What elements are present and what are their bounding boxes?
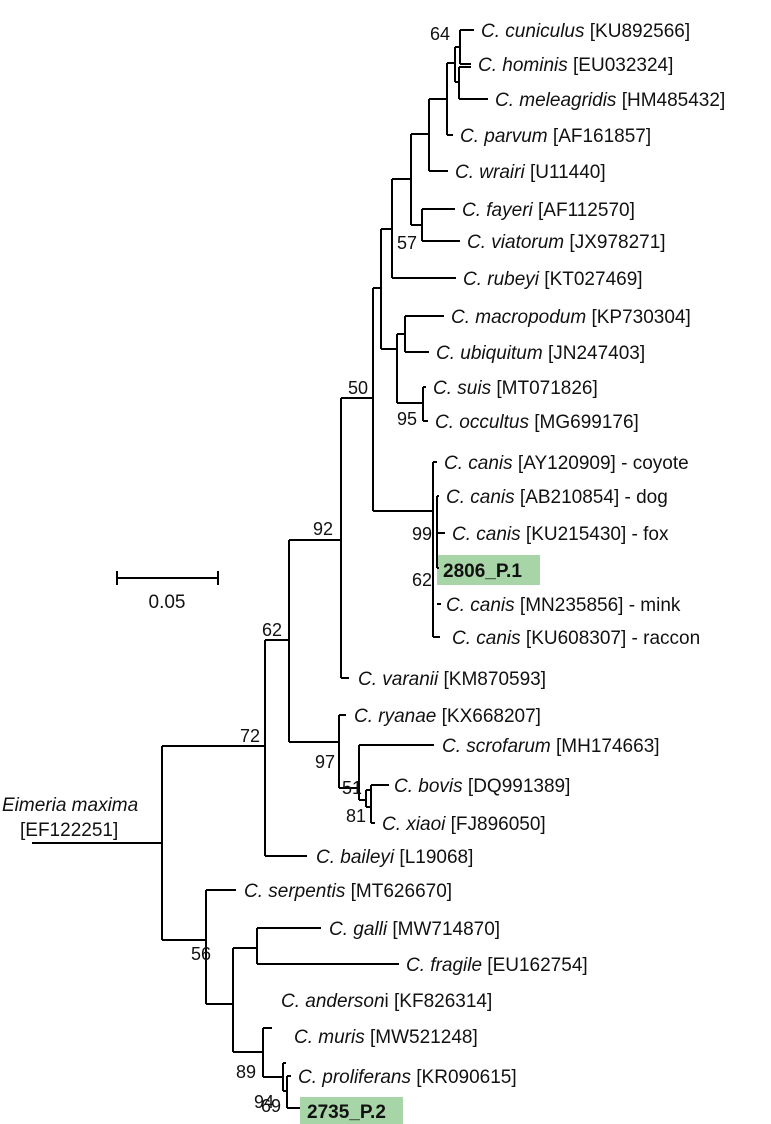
bootstrap-value: 64 (430, 24, 450, 44)
isolate-label-2735: 2735_P.2 (307, 1102, 386, 1123)
taxon-label: C. canis [AB210854] - dog (446, 487, 668, 508)
taxon-label: C. scrofarum [MH174663] (442, 736, 660, 757)
taxon-label: C. canis [KU215430] - fox (452, 524, 669, 545)
bootstrap-value: 72 (240, 726, 260, 746)
bootstrap-value: 94 (254, 1092, 274, 1112)
taxon-label: C. varanii [KM870593] (358, 669, 546, 690)
taxon-label: C. suis [MT071826] (433, 378, 598, 399)
taxon-label: C. ubiquitum [JN247403] (436, 343, 645, 364)
taxon-label: C. bovis [DQ991389] (394, 776, 570, 797)
bootstrap-value: 89 (236, 1062, 256, 1082)
taxon-label: C. hominis [EU032324] (478, 55, 673, 76)
taxon-label: C. ryanae [KX668207] (354, 706, 541, 727)
bootstrap-value: 50 (348, 378, 368, 398)
highlight-2735 (300, 1097, 403, 1124)
taxon-label: C. serpentis [MT626670] (244, 881, 452, 902)
taxon-label: C. canis [MN235856] - mink (446, 595, 681, 616)
bootstrap-values: 64 57 95 50 99 62 92 62 97 51 81 72 56 8… (191, 24, 450, 1116)
taxon-label: C. baileyi [L19068] (316, 847, 473, 868)
bootstrap-value: 51 (342, 778, 362, 798)
taxon-label: C. muris [MW521248] (294, 1027, 478, 1048)
taxon-labels: C. cuniculus [KU892566] C. hominis [EU03… (244, 21, 725, 1123)
taxon-label: C. galli [MW714870] (329, 919, 500, 940)
highlight-2806 (437, 555, 540, 585)
scale-bar-label: 0.05 (149, 592, 186, 613)
scale-bar: 0.05 (116, 571, 219, 613)
taxon-label: C. xiaoi [FJ896050] (382, 814, 546, 835)
taxon-label: C. cuniculus [KU892566] (481, 21, 690, 42)
taxon-label: C. fayeri [AF112570] (462, 200, 635, 221)
taxon-label: C. canis [AY120909] - coyote (444, 453, 689, 474)
taxon-label: C. canis [KU608307] - raccon (452, 628, 700, 649)
taxon-label: C. fragile [EU162754] (406, 955, 588, 976)
taxon-label: C. rubeyi [KT027469] (463, 269, 643, 290)
bootstrap-value: 69 (261, 1096, 281, 1116)
taxon-label: C. meleagridis [HM485432] (495, 90, 725, 111)
bootstrap-value: 99 (412, 524, 432, 544)
taxon-label: C. occultus [MG699176] (435, 412, 639, 433)
outgroup-name: Eimeria maxima (2, 795, 138, 816)
bootstrap-value: 62 (262, 620, 282, 640)
taxon-label: C. parvum [AF161857] (460, 126, 651, 147)
bootstrap-value: 92 (313, 519, 333, 539)
taxon-label: C. viatorum [JX978271] (467, 232, 666, 253)
isolate-label-2806: 2806_P.1 (443, 561, 522, 582)
bootstrap-value: 62 (412, 570, 432, 590)
bootstrap-value: 57 (397, 233, 417, 253)
bootstrap-value: 81 (346, 806, 366, 826)
taxon-label: C. wrairi [U11440] (455, 162, 606, 183)
taxon-label: C. andersoni [KF826314] (281, 991, 492, 1012)
taxon-label: C. macropodum [KP730304] (451, 307, 691, 328)
taxon-label: C. proliferans [KR090615] (298, 1067, 517, 1088)
bootstrap-value: 56 (191, 944, 211, 964)
outgroup-accession: [EF122251] (20, 820, 118, 841)
tree-branches (32, 29, 488, 1109)
bootstrap-value: 95 (397, 409, 417, 429)
bootstrap-value: 97 (315, 752, 335, 772)
